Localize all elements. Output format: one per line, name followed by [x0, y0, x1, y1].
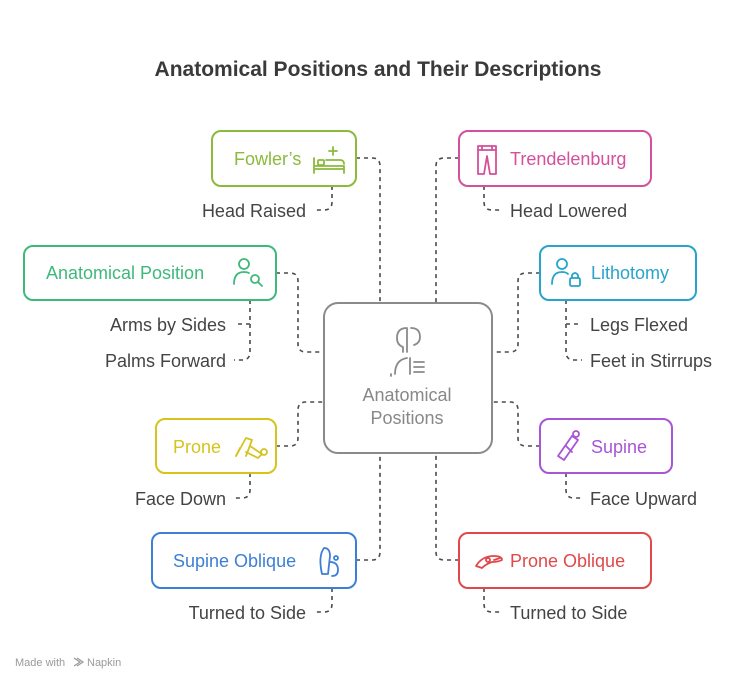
- node-supine-oblique-label: Supine Oblique: [173, 551, 296, 571]
- detail-fowlers-1: Head Raised: [202, 201, 306, 221]
- skeleton-icon: [390, 327, 425, 377]
- node-supine-oblique[interactable]: Supine Oblique: [151, 532, 357, 589]
- footer: Made with Napkin: [15, 657, 121, 669]
- trousers-icon: [477, 145, 497, 175]
- detail-anatomical-position-2: Palms Forward: [105, 351, 226, 371]
- user-lock-icon: [551, 258, 581, 287]
- prone-pose-icon: [235, 437, 268, 459]
- detail-bracket-anatomical-position: [234, 300, 251, 361]
- detail-bracket-prone-oblique: [483, 588, 502, 613]
- napkin-logo-icon: [73, 657, 85, 667]
- connectors: [234, 157, 582, 613]
- detail-lithotomy-1: Legs Flexed: [590, 315, 688, 335]
- detail-bracket-supine-oblique: [314, 588, 333, 613]
- hospital-bed-icon: [313, 146, 345, 174]
- detail-trendelenburg-1: Head Lowered: [510, 201, 627, 221]
- detail-anatomical-position-1: Arms by Sides: [110, 315, 226, 335]
- detail-bracket-fowlers: [314, 186, 333, 211]
- node-supine[interactable]: Supine: [539, 418, 673, 474]
- node-fowlers[interactable]: Fowler’s: [211, 130, 357, 187]
- node-prone-oblique-label: Prone Oblique: [510, 551, 625, 571]
- connector-trendelenburg: [435, 157, 459, 303]
- node-prone-oblique[interactable]: Prone Oblique: [458, 532, 652, 589]
- node-anatomical-position-label: Anatomical Position: [46, 263, 204, 283]
- node-prone[interactable]: Prone: [155, 418, 277, 474]
- connector-anatomical-position: [276, 272, 323, 353]
- footer-made-with: Made with: [15, 657, 65, 669]
- node-anatomical-position[interactable]: Anatomical Position: [23, 245, 277, 301]
- connector-prone-oblique: [435, 453, 459, 561]
- detail-bracket-lithotomy: [565, 300, 582, 361]
- supine-oblique-pose-icon: [319, 547, 339, 577]
- detail-supine-oblique-1: Turned to Side: [189, 603, 306, 623]
- page-title: Anatomical Positions and Their Descripti…: [155, 58, 602, 81]
- footer-brand: Napkin: [87, 657, 121, 669]
- connector-supine: [493, 401, 540, 447]
- connector-lithotomy: [493, 272, 540, 353]
- node-lithotomy[interactable]: Lithotomy: [539, 245, 697, 301]
- center-label-line2: Positions: [370, 408, 443, 428]
- node-trendelenburg[interactable]: Trendelenburg: [458, 130, 652, 187]
- connector-supine-oblique: [356, 453, 381, 561]
- details: Head Raised Arms by Sides Palms Forward …: [105, 201, 712, 623]
- node-trendelenburg-label: Trendelenburg: [510, 149, 626, 169]
- node-fowlers-label: Fowler’s: [234, 149, 301, 169]
- node-supine-label: Supine: [591, 437, 647, 457]
- user-search-icon: [233, 258, 263, 287]
- detail-prone-oblique-1: Turned to Side: [510, 603, 627, 623]
- center-label-line1: Anatomical: [362, 385, 451, 405]
- connector-fowlers: [356, 157, 381, 303]
- detail-prone-1: Face Down: [135, 489, 226, 509]
- detail-bracket-supine: [565, 473, 582, 499]
- center-node[interactable]: Anatomical Positions: [323, 302, 493, 454]
- detail-bracket-trendelenburg: [483, 186, 502, 211]
- prone-oblique-pose-icon: [475, 555, 503, 569]
- node-lithotomy-label: Lithotomy: [591, 263, 669, 283]
- supine-pose-icon: [557, 430, 580, 461]
- node-prone-label: Prone: [173, 437, 221, 457]
- detail-lithotomy-2: Feet in Stirrups: [590, 351, 712, 371]
- detail-supine-1: Face Upward: [590, 489, 697, 509]
- detail-bracket-prone: [234, 473, 251, 499]
- connector-prone: [276, 401, 323, 447]
